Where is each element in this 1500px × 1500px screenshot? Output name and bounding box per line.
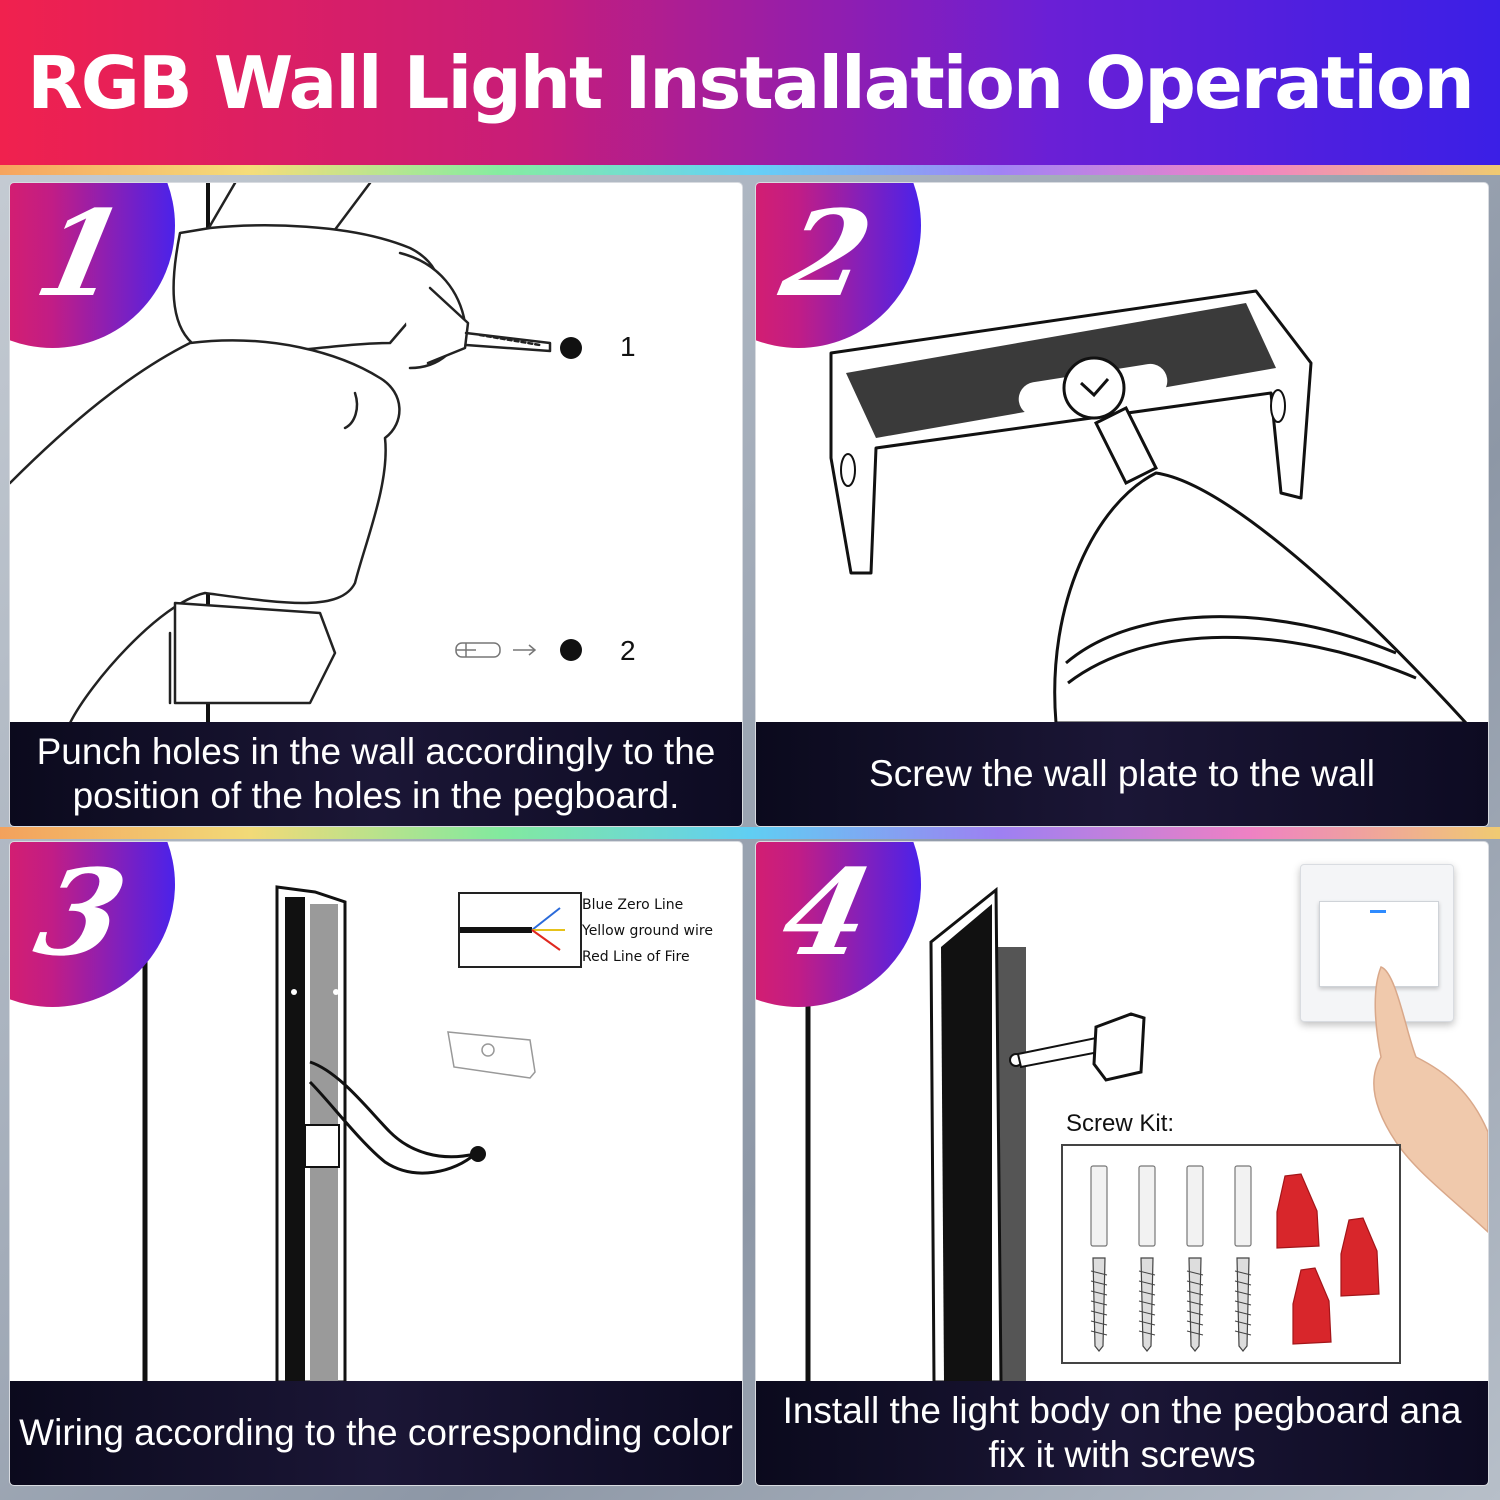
step-4-panel: Screw Kit: bbox=[756, 842, 1488, 1485]
step-2-panel: 2 Screw the wall plate to the wall bbox=[756, 183, 1488, 826]
finger-icon bbox=[1373, 966, 1488, 1234]
marker-label-1: 1 bbox=[620, 331, 636, 362]
wire-diagram bbox=[458, 892, 582, 968]
step-caption: Screw the wall plate to the wall bbox=[756, 722, 1488, 826]
mini-bracket-icon bbox=[447, 1031, 536, 1079]
header-banner: RGB Wall Light Installation Operation bbox=[0, 0, 1500, 165]
rainbow-strip bbox=[0, 165, 1500, 175]
screw-icon bbox=[1092, 1257, 1250, 1352]
drill-icon: 1 2 bbox=[10, 183, 636, 725]
red-wire bbox=[531, 929, 561, 951]
screw-kit-title: Screw Kit: bbox=[1066, 1110, 1175, 1137]
wall-anchor-icon bbox=[1090, 1165, 1252, 1247]
step-1-panel: 1 2 1 Punch holes in the wall accordingl… bbox=[10, 183, 742, 826]
light-body-icon bbox=[142, 885, 536, 1384]
screwdriver-icon bbox=[1053, 405, 1470, 725]
screwdriver-icon bbox=[1009, 1012, 1146, 1082]
wire-label-blue: Blue Zero Line bbox=[582, 897, 684, 913]
blue-wire bbox=[531, 907, 561, 931]
screw-kit-box bbox=[1061, 1144, 1401, 1364]
rainbow-strip-middle bbox=[0, 827, 1500, 839]
step-caption: Punch holes in the wall accordingly to t… bbox=[10, 722, 742, 826]
wire-nut-icon bbox=[1276, 1173, 1380, 1345]
bracket-icon bbox=[829, 289, 1470, 725]
light-install-icon bbox=[805, 886, 1146, 1384]
page-title: RGB Wall Light Installation Operation bbox=[27, 40, 1474, 125]
wire-label-red: Red Line of Fire bbox=[582, 949, 690, 965]
wall-anchor-icon bbox=[455, 642, 537, 658]
step-caption: Install the light body on the pegboard a… bbox=[756, 1381, 1488, 1485]
step-3-panel: Blue Zero Line Yellow ground wire Red Li… bbox=[10, 842, 742, 1485]
screw-threads bbox=[1090, 1270, 1252, 1336]
wire-label-yellow: Yellow ground wire bbox=[582, 923, 713, 939]
wire-legend: Blue Zero Line Yellow ground wire Red Li… bbox=[582, 892, 713, 970]
marker-label-2: 2 bbox=[620, 635, 636, 666]
step-caption: Wiring according to the corresponding co… bbox=[10, 1381, 742, 1485]
